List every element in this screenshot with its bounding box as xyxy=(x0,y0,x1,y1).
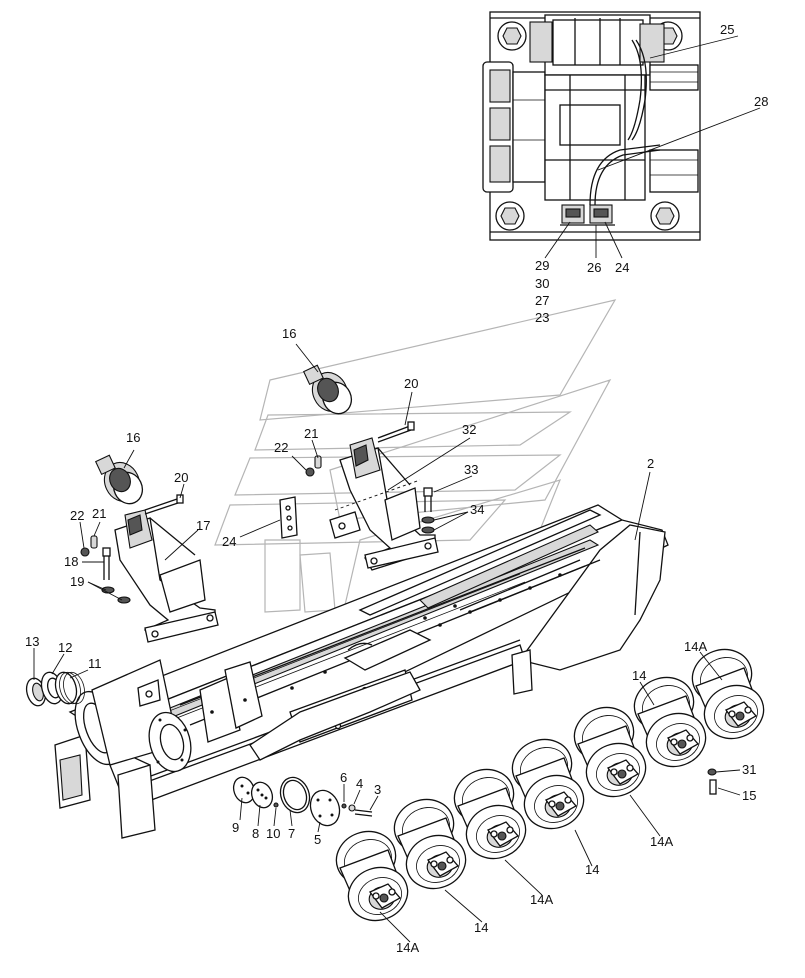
callout-14a-low: 14A xyxy=(530,892,553,907)
callout-24-plate: 24 xyxy=(222,534,236,549)
spring-11 xyxy=(54,671,85,705)
roller-bracket-17 xyxy=(114,509,219,643)
leader-28 xyxy=(597,107,761,171)
callout-6: 6 xyxy=(340,770,347,785)
callout-3: 3 xyxy=(374,782,381,797)
carrier-roller-right xyxy=(302,364,353,415)
callout-14-low: 14 xyxy=(474,920,488,935)
callout-21-left: 21 xyxy=(92,506,106,521)
bolt-18 xyxy=(102,547,111,580)
inset-detail-view xyxy=(482,11,701,241)
callout-26: 26 xyxy=(587,260,601,275)
bolt-3 xyxy=(354,809,373,817)
callout-29: 29 xyxy=(535,258,549,273)
track-roller xyxy=(633,676,707,768)
inset-corner-bolt xyxy=(497,21,527,51)
bolt-20-left xyxy=(144,494,184,515)
leader-lines xyxy=(33,343,741,943)
track-roller xyxy=(335,830,409,922)
track-roller xyxy=(691,648,765,740)
leader-24-inset xyxy=(604,221,623,259)
track-roller xyxy=(573,706,647,798)
callout-16-right: 16 xyxy=(282,326,296,341)
callout-labels: 25 28 29 30 27 23 26 24 16 20 21 22 32 3… xyxy=(25,22,768,955)
nut-22-left xyxy=(80,547,90,557)
callout-16-left: 16 xyxy=(126,430,140,445)
pin-21-right xyxy=(314,455,322,469)
callout-5: 5 xyxy=(314,832,321,847)
track-roller xyxy=(511,738,585,830)
callout-14a-top: 14A xyxy=(684,639,707,654)
leader-29 xyxy=(544,221,571,259)
callout-17: 17 xyxy=(196,518,210,533)
callout-14-mid: 14 xyxy=(585,862,599,877)
callout-8: 8 xyxy=(252,826,259,841)
washers-34 xyxy=(421,516,435,534)
carrier-roller-left xyxy=(94,454,144,505)
bolt-20-right xyxy=(377,421,415,443)
callout-24-inset: 24 xyxy=(615,260,629,275)
pin-21-left xyxy=(90,535,98,549)
washer-31 xyxy=(707,768,717,776)
track-frame xyxy=(54,504,669,839)
callout-31: 31 xyxy=(742,762,756,777)
callout-22-right: 22 xyxy=(274,440,288,455)
callout-20-left: 20 xyxy=(174,470,188,485)
shim-plate-24 xyxy=(279,496,298,539)
gasket-7 xyxy=(279,776,311,814)
callout-14a-bottom: 14A xyxy=(396,940,419,955)
leader-25 xyxy=(649,35,739,59)
inset-corner-bolt xyxy=(495,201,525,231)
callout-4: 4 xyxy=(356,776,363,791)
callout-9: 9 xyxy=(232,820,239,835)
callout-33: 33 xyxy=(464,462,478,477)
callout-14a-mid: 14A xyxy=(650,834,673,849)
cover-5 xyxy=(309,789,341,827)
callout-19: 19 xyxy=(70,574,84,589)
callout-11: 11 xyxy=(88,656,102,671)
callout-30: 30 xyxy=(535,276,549,291)
callout-2: 2 xyxy=(647,456,654,471)
callout-22-left: 22 xyxy=(70,508,84,523)
callout-13: 13 xyxy=(25,634,39,649)
oring-10 xyxy=(273,802,279,808)
fastener-4 xyxy=(348,804,356,812)
callout-14-top: 14 xyxy=(632,668,646,683)
bolt-33 xyxy=(423,487,433,512)
callout-23: 23 xyxy=(535,310,549,325)
fastener-6 xyxy=(341,803,347,809)
callout-27: 27 xyxy=(535,293,549,308)
track-roller xyxy=(393,798,467,890)
callout-18: 18 xyxy=(64,554,78,569)
bolt-15 xyxy=(709,779,717,795)
callout-20-right: 20 xyxy=(404,376,418,391)
callout-15: 15 xyxy=(742,788,756,803)
nut-22-right xyxy=(305,467,315,477)
track-roller xyxy=(453,768,527,860)
callout-12: 12 xyxy=(58,640,72,655)
washers-19 xyxy=(101,586,131,604)
callout-21-right: 21 xyxy=(304,426,318,441)
callout-7: 7 xyxy=(288,826,295,841)
callout-25: 25 xyxy=(720,22,734,37)
callout-28: 28 xyxy=(754,94,768,109)
callout-32: 32 xyxy=(462,422,476,437)
upper-track-guide xyxy=(358,509,602,616)
callout-34: 34 xyxy=(470,502,484,517)
callout-10: 10 xyxy=(266,826,280,841)
inset-corner-bolt xyxy=(650,201,680,231)
cap-8 xyxy=(250,781,274,809)
roller-bracket-right xyxy=(329,437,439,571)
track-roller-row xyxy=(335,648,765,922)
